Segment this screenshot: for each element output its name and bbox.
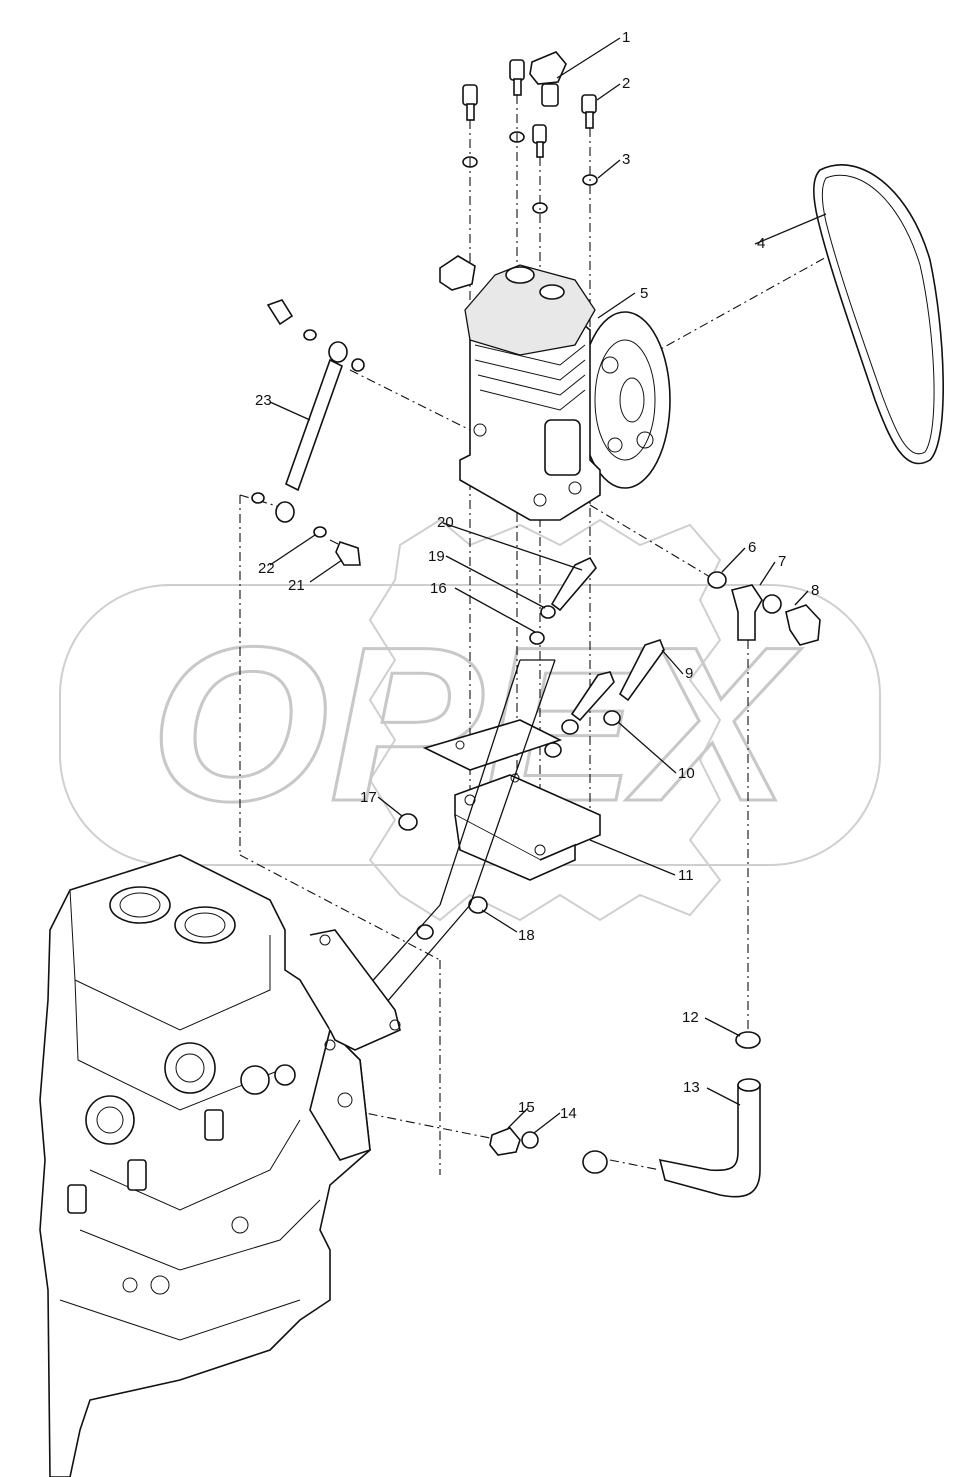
cylinder-bore	[109, 886, 171, 924]
callout-14: 14	[560, 1105, 577, 1122]
bolt	[532, 124, 547, 144]
bolt	[462, 84, 478, 106]
callout-17: 17	[360, 789, 377, 806]
top-fasteners	[462, 51, 598, 214]
banjo-fitting	[731, 584, 763, 641]
callout-3: 3	[622, 151, 630, 168]
nut	[416, 924, 434, 940]
leader-lines	[269, 37, 827, 1134]
callout-labels: 1 2 3 4 5 6 7 8 9 10 11 12 13 14 15 16 1…	[255, 29, 819, 1122]
mounting-bracket	[319, 659, 601, 1046]
outlet-fittings	[707, 571, 821, 646]
nut	[398, 813, 418, 831]
callout-15: 15	[518, 1099, 535, 1116]
callout-9: 9	[685, 665, 693, 682]
support-rod-assembly	[251, 299, 365, 566]
engine-block-outline	[39, 854, 371, 1477]
hollow-bolt	[785, 604, 821, 646]
bolt	[509, 59, 525, 81]
callout-21: 21	[288, 577, 305, 594]
cylinder-bore	[174, 906, 236, 944]
hose-clamp	[582, 1150, 608, 1174]
nut	[468, 896, 488, 914]
delivery-pipe-assembly	[489, 1031, 761, 1198]
callout-12: 12	[682, 1009, 699, 1026]
callout-18: 18	[518, 927, 535, 944]
callout-10: 10	[678, 765, 695, 782]
bolt	[581, 94, 597, 114]
callout-2: 2	[622, 75, 630, 92]
seal-ring	[707, 571, 727, 589]
callout-5: 5	[640, 285, 648, 302]
callout-23: 23	[255, 392, 272, 409]
callout-8: 8	[811, 582, 819, 599]
support-rod	[285, 358, 343, 492]
drive-belt	[812, 164, 944, 465]
compressor-pulley	[579, 311, 671, 489]
callout-13: 13	[683, 1079, 700, 1096]
callout-22: 22	[258, 560, 275, 577]
watermark-gear	[368, 518, 722, 922]
callout-7: 7	[778, 553, 786, 570]
engine-block	[39, 854, 401, 1477]
callout-4: 4	[757, 235, 765, 252]
hose-clamp	[735, 1031, 761, 1049]
callout-1: 1	[622, 29, 630, 46]
pipe-union	[489, 1127, 521, 1156]
callout-20: 20	[437, 514, 454, 531]
side-fitting	[439, 255, 476, 291]
rod-bolt	[266, 299, 294, 326]
delivery-pipe	[658, 1084, 761, 1198]
callout-19: 19	[428, 548, 445, 565]
banjo-bolt	[335, 541, 361, 566]
callout-16: 16	[430, 580, 447, 597]
callout-6: 6	[748, 539, 756, 556]
seal-washer	[521, 1131, 539, 1149]
air-compressor	[439, 255, 671, 521]
callout-11: 11	[678, 867, 694, 884]
elbow-fitting	[529, 51, 567, 85]
bracket-fasteners	[398, 556, 665, 940]
